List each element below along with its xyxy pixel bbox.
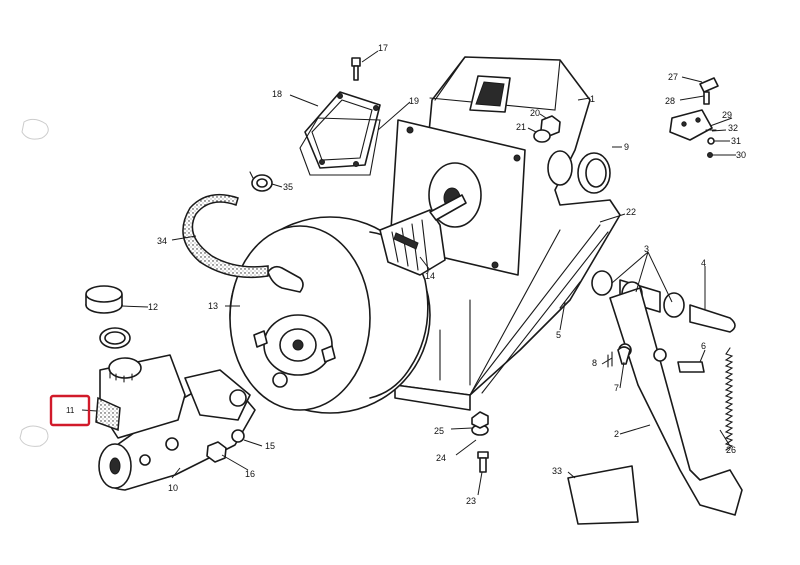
callout-2: 2 — [614, 429, 619, 439]
callout-5: 5 — [556, 330, 561, 340]
cover-plate — [304, 91, 381, 169]
callout-31: 31 — [731, 136, 741, 146]
callout-19: 19 — [409, 96, 419, 106]
housing-seal — [577, 152, 611, 194]
callout-14: 14 — [425, 271, 435, 281]
split-pin — [559, 281, 581, 309]
hex-nut — [206, 441, 227, 463]
callout-24: 24 — [436, 453, 446, 463]
vacuum-hose — [182, 193, 269, 279]
callout-labels: 1 2 3 4 5 6 7 8 9 10 11 12 13 14 15 16 1… — [66, 43, 746, 506]
pedal-split-pin — [607, 351, 613, 368]
callout-16: 16 — [245, 469, 255, 479]
callout-33: 33 — [552, 466, 562, 476]
plate-gasket — [299, 117, 381, 176]
callout-8: 8 — [592, 358, 597, 368]
pivot-pin — [689, 304, 736, 333]
clip — [617, 346, 631, 365]
callout-26: 26 — [726, 445, 736, 455]
reservoir-cap — [85, 285, 131, 349]
callout-32: 32 — [728, 123, 738, 133]
callout-1: 1 — [590, 94, 595, 104]
servo-pushrod-boot — [379, 194, 467, 276]
bolt — [351, 57, 361, 81]
callout-7: 7 — [614, 383, 619, 393]
callout-15: 15 — [265, 441, 275, 451]
pedal-pad — [567, 465, 639, 525]
master-cylinder — [95, 354, 256, 491]
switch-bracket — [669, 77, 719, 141]
switch-screws — [705, 129, 729, 158]
callout-18: 18 — [272, 89, 282, 99]
callout-22: 22 — [626, 207, 636, 217]
callout-28: 28 — [665, 96, 675, 106]
bolt-stack — [471, 411, 489, 473]
return-spring — [724, 347, 734, 451]
callout-25: 25 — [434, 426, 444, 436]
housing-gasket — [469, 224, 609, 396]
callout-27: 27 — [668, 72, 678, 82]
callout-30: 30 — [736, 150, 746, 160]
callout-34: 34 — [157, 236, 167, 246]
callout-29: 29 — [722, 110, 732, 120]
callout-35: 35 — [283, 182, 293, 192]
callout-6: 6 — [701, 341, 706, 351]
callout-13: 13 — [208, 301, 218, 311]
callout-11: 11 — [66, 406, 75, 415]
clevis-pin — [677, 361, 705, 373]
leader-lines — [81, 50, 736, 496]
callout-23: 23 — [466, 496, 476, 506]
callout-3: 3 — [644, 244, 649, 254]
callout-12: 12 — [148, 302, 158, 312]
callout-highlight — [49, 394, 91, 427]
callout-17: 17 — [378, 43, 388, 53]
callout-10: 10 — [168, 483, 178, 493]
scan-mark — [19, 425, 49, 447]
callout-20: 20 — [530, 108, 540, 118]
callout-9: 9 — [624, 142, 629, 152]
callout-4: 4 — [701, 258, 706, 268]
hose-clip — [249, 171, 273, 192]
callout-21: 21 — [516, 122, 526, 132]
nut-and-washer — [533, 115, 561, 143]
scan-mark — [21, 118, 49, 140]
